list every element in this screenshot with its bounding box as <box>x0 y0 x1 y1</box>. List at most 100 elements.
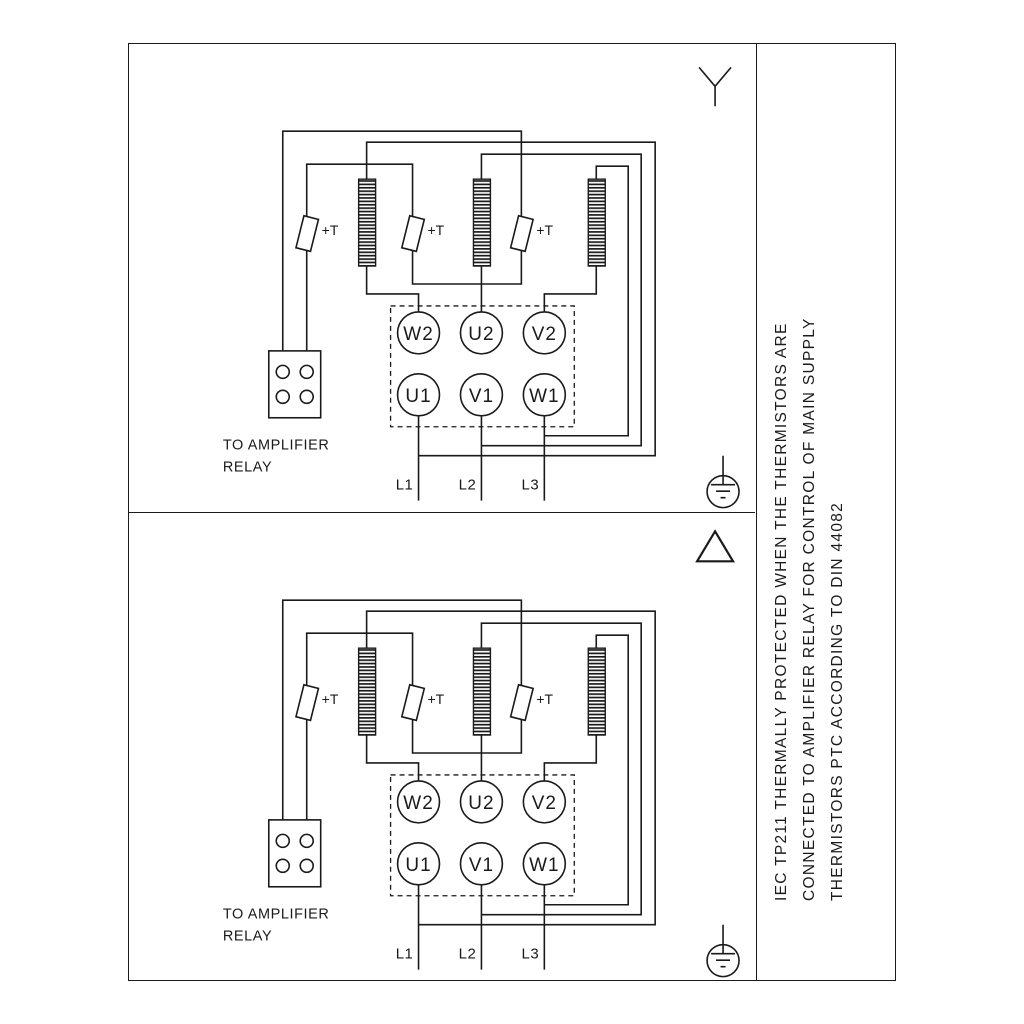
terminal-label: V1 <box>469 386 494 407</box>
terminal-label: U2 <box>468 793 494 814</box>
terminal-v1: V1 <box>459 373 504 417</box>
thermistor-label: +T <box>322 691 339 707</box>
wire <box>544 165 630 437</box>
side-note-line: THERMISTORS PTC ACCORDING TO DIN 44082 <box>829 501 846 901</box>
wire <box>365 141 656 457</box>
terminal-w2: W2 <box>396 311 441 355</box>
amplifier-relay-connector <box>267 819 322 888</box>
wire <box>544 634 630 906</box>
thermistor-label: +T <box>322 222 339 238</box>
wire <box>480 622 642 916</box>
terminal-label: V2 <box>532 793 557 814</box>
diagram-frame: +T +T +T W2 U2 V2 <box>128 43 896 981</box>
connector-body <box>267 350 322 419</box>
terminal-v1: V1 <box>459 842 504 886</box>
terminal-row-top: W2 U2 V2 <box>396 780 567 824</box>
winding-symbol <box>472 178 492 267</box>
thermistor-label: +T <box>428 691 445 707</box>
side-note-strip: IEC TP211 THERMALLY PROTECTED WHEN THE T… <box>756 44 895 980</box>
terminal-label: U1 <box>405 855 431 876</box>
terminal-label: V1 <box>469 855 494 876</box>
terminal-label: W2 <box>403 793 433 814</box>
delta-wiring-diagram: +T +T +T W2 U2 V2 <box>223 529 740 978</box>
connector-pin <box>299 833 315 849</box>
star-wiring-diagram: +T +T +T W2 U2 V2 <box>223 66 740 509</box>
thermistor-symbol <box>294 214 320 253</box>
connector-body <box>267 819 322 888</box>
terminal-circle <box>396 842 441 886</box>
terminal-circle <box>459 311 504 355</box>
terminal-circle <box>396 373 441 417</box>
star-icon <box>698 66 732 107</box>
connector-pin <box>299 389 315 405</box>
connector-pin <box>275 364 291 380</box>
terminal-u1: U1 <box>396 373 441 417</box>
thermistor-symbol <box>400 683 426 722</box>
relay-caption-line2: RELAY <box>223 460 272 476</box>
terminal-circle <box>396 780 441 824</box>
protective-earth-icon <box>706 455 740 509</box>
thermistor-symbol <box>294 683 320 722</box>
relay-caption-line1: TO AMPLIFIER <box>223 438 330 454</box>
motor-windings <box>357 647 606 736</box>
supply-label-l1: L1 <box>396 477 414 494</box>
thermistor-symbol <box>400 214 426 253</box>
side-note-line: CONNECTED TO AMPLIFIER RELAY FOR CONTROL… <box>801 317 818 901</box>
terminal-label: W1 <box>529 386 559 407</box>
terminal-w1: W1 <box>522 373 567 417</box>
wire <box>305 632 414 686</box>
supply-label-l3: L3 <box>522 477 540 494</box>
terminal-label: U2 <box>468 324 494 345</box>
protective-earth-icon <box>706 924 740 978</box>
supply-labels: L1 L2 L3 <box>396 946 539 963</box>
section-divider <box>129 512 755 513</box>
terminal-u1: U1 <box>396 842 441 886</box>
terminal-v2: V2 <box>522 311 567 355</box>
terminal-circle <box>459 780 504 824</box>
terminal-label: U1 <box>405 386 431 407</box>
terminal-w1: W1 <box>522 842 567 886</box>
winding-symbol <box>357 647 377 736</box>
wire <box>365 735 420 781</box>
winding-symbol <box>587 647 606 736</box>
wire <box>411 720 523 754</box>
winding-symbol <box>587 178 606 267</box>
wire <box>365 610 656 926</box>
wire <box>281 599 523 820</box>
wire <box>543 266 598 312</box>
wire <box>411 251 523 285</box>
wire <box>543 735 598 781</box>
amplifier-relay-connector <box>267 350 322 419</box>
supply-label-l2: L2 <box>459 946 477 963</box>
terminal-label: W2 <box>403 324 433 345</box>
terminal-row-top: W2 U2 V2 <box>396 311 567 355</box>
terminal-u2: U2 <box>459 780 504 824</box>
connector-pin <box>275 833 291 849</box>
terminal-w2: W2 <box>396 780 441 824</box>
terminal-circle <box>522 780 567 824</box>
connector-pin <box>299 858 315 874</box>
wire <box>305 163 414 217</box>
winding-symbol <box>472 647 492 736</box>
thermistor-label: +T <box>428 222 445 238</box>
terminal-board-outline <box>389 774 575 897</box>
relay-caption-line1: TO AMPLIFIER <box>223 907 330 923</box>
connector-pin <box>299 364 315 380</box>
relay-caption-line2: RELAY <box>223 929 272 945</box>
terminal-circle <box>522 842 567 886</box>
supply-labels: L1 L2 L3 <box>396 477 539 494</box>
supply-label-l1: L1 <box>396 946 414 963</box>
winding-symbol <box>357 178 377 267</box>
delta-icon <box>695 529 735 563</box>
thermistor-symbol <box>509 683 535 722</box>
terminal-label: V2 <box>532 324 557 345</box>
terminal-board-outline <box>389 305 575 428</box>
wire <box>281 130 523 351</box>
thermistor-label: +T <box>536 691 553 707</box>
terminal-circle <box>522 373 567 417</box>
terminal-row-bottom: U1 V1 W1 <box>396 842 567 886</box>
motor-windings <box>357 178 606 267</box>
supply-label-l2: L2 <box>459 477 477 494</box>
thermistor-symbol <box>509 214 535 253</box>
